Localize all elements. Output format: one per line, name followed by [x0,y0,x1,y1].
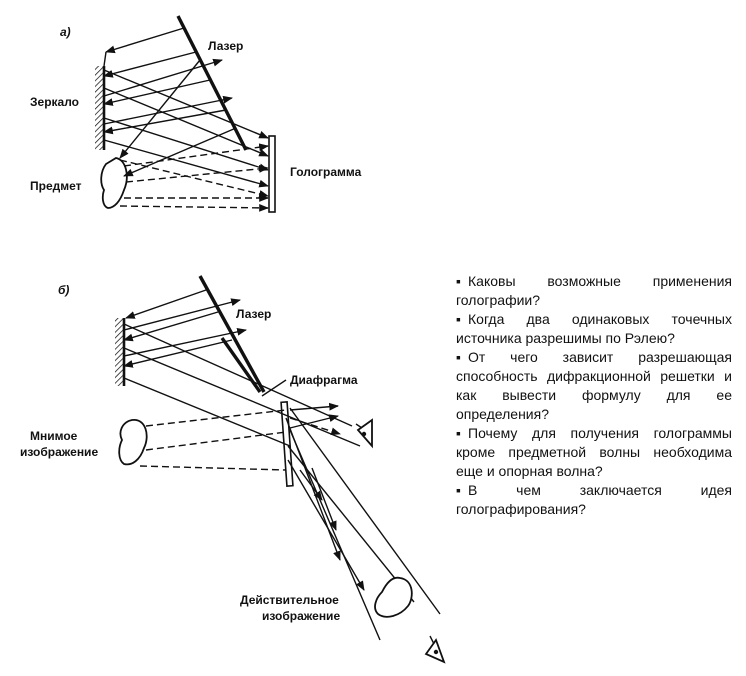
mirror-a-label: Зеркало [30,95,79,109]
question-text: От чего зависит разрешающая способность … [456,349,732,422]
question-text: Почему для получения голограммы кроме пр… [456,425,732,479]
laser-b [198,275,266,393]
diaphragm-label: Диафрагма [290,373,358,387]
diagram-a: а) Лазер Зеркало Голограмма Предмет [30,15,362,213]
question-item: ▪Когда два одинаковых точечных источника… [456,311,732,346]
virtual-image-shape [118,419,148,466]
object-a [100,157,128,209]
question-item: ▪От чего зависит разрешающая способность… [456,349,732,422]
virtual-image-label-2: изображение [20,445,98,459]
laser-b-label: Лазер [236,307,271,321]
real-image-shape [374,576,413,618]
eye-icon [355,418,373,449]
diagram-b: б) Лазер Диафрагма Мнимое изображение [20,275,446,664]
eye-icon-lower [424,635,446,664]
question-item: ▪Каковы возможные применения голографии? [456,273,732,308]
diaphragm [220,337,262,393]
hologram-a-label: Голограмма [290,165,362,179]
diagram-b-part-label: б) [58,283,69,297]
question-text: В чем заключается идея голографирования? [456,482,732,517]
question-item: ▪В чем заключается идея голографирования… [456,482,732,517]
real-image-label-2: изображение [262,609,340,623]
object-a-label: Предмет [30,179,82,193]
diagram-a-part-label: а) [60,25,71,39]
real-image-label-1: Действительное [240,593,339,607]
mirror-b-hatch [115,318,124,386]
question-text: Когда два одинаковых точечных источника … [456,311,732,346]
hologram-a [268,135,276,213]
questions-list: ▪Каковы возможные применения голографии?… [456,272,732,519]
virtual-image-label-1: Мнимое [30,429,78,443]
laser-a-label: Лазер [208,39,243,53]
question-text: Каковы возможные применения голографии? [456,273,732,308]
question-item: ▪Почему для получения голограммы кроме п… [456,425,732,479]
mirror-a-hatch [95,66,104,150]
laser-a [176,15,248,151]
